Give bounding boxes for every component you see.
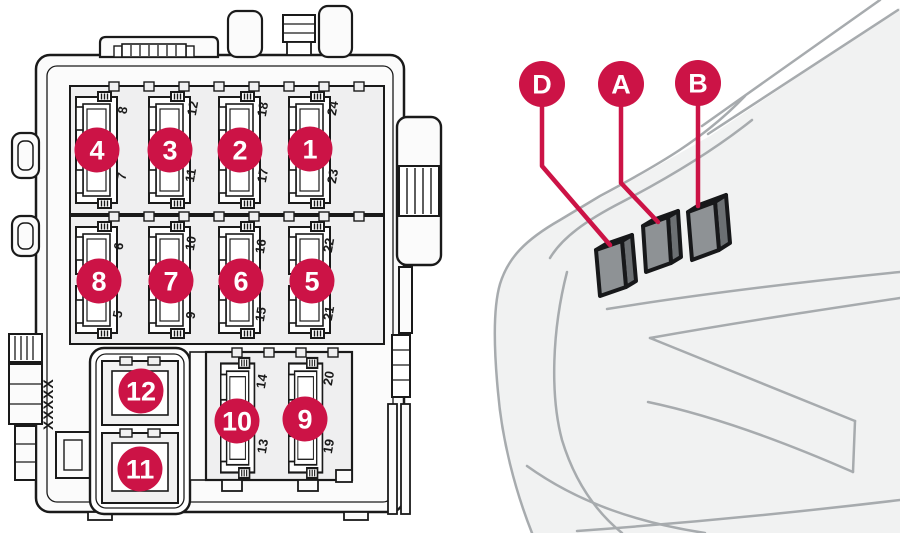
slot-number: 15 xyxy=(252,306,269,323)
slot-number: 14 xyxy=(253,372,270,390)
fusebox-left-clips xyxy=(8,131,43,481)
slot-number: 7 xyxy=(114,171,130,181)
relay-boxes xyxy=(594,193,732,298)
slot-numbers-row-1: 8 12 18 24 7 11 17 23 xyxy=(114,99,342,185)
slot-number: 18 xyxy=(254,101,271,118)
slot-number: 21 xyxy=(320,305,337,322)
fuse-position-8: 8 xyxy=(76,258,122,304)
slot-number: 20 xyxy=(320,370,337,387)
fusebox-right-bracket xyxy=(387,115,443,515)
slot-number: 16 xyxy=(252,238,269,255)
fuse-position-11: 11 xyxy=(117,446,163,492)
position-number: 12 xyxy=(126,377,156,407)
slot-number: 8 xyxy=(115,105,131,115)
car-illustration: D A B xyxy=(493,0,900,533)
fuse-position-5: 5 xyxy=(289,258,335,304)
leader-line-a xyxy=(618,103,661,225)
relay-marker-d: D xyxy=(519,61,565,107)
fuse-position-10: 10 xyxy=(214,398,260,444)
slot-number: 24 xyxy=(324,99,341,117)
leader-lines xyxy=(539,101,701,248)
fusebox-top-connectors xyxy=(98,4,354,59)
fuse-position-12: 12 xyxy=(118,368,164,414)
fuse-position-2: 2 xyxy=(217,127,263,173)
fuse-position-6: 6 xyxy=(218,258,264,304)
position-markers: 4 3 2 1 8 7 6 xyxy=(74,126,335,492)
position-number: 10 xyxy=(222,407,252,437)
module-divider xyxy=(189,351,207,481)
relay-row-3-panel xyxy=(204,347,354,492)
slot-numbers-row-3: 14 20 13 19 xyxy=(253,370,337,455)
slot-number: 10 xyxy=(182,235,199,252)
slot-number: 17 xyxy=(254,167,271,184)
fuse-position-9: 9 xyxy=(282,396,328,442)
position-number: 8 xyxy=(91,267,106,297)
relay-box-a xyxy=(641,209,683,274)
position-number: 9 xyxy=(297,405,312,435)
slot-number: 6 xyxy=(111,241,127,251)
relay-box-d xyxy=(594,233,638,298)
part-number-label: XXXXX xyxy=(40,378,56,430)
fuse-position-3: 3 xyxy=(147,127,193,173)
slot-number: 5 xyxy=(110,309,126,319)
marker-letter: D xyxy=(532,70,552,100)
slot-number: 9 xyxy=(183,310,199,320)
position-number: 2 xyxy=(232,136,247,166)
car-body-lines xyxy=(493,0,900,533)
leader-line-d xyxy=(539,103,613,248)
fusebox-illustration: XXXXX 8 12 18 24 7 11 17 23 6 10 16 22 5… xyxy=(8,4,443,521)
marker-letter: A xyxy=(611,70,631,100)
car-body xyxy=(494,8,900,533)
fuse-position-1: 1 xyxy=(287,126,333,172)
relay-marker-b: B xyxy=(675,60,721,106)
relay-marker-a: A xyxy=(598,61,644,107)
slot-number: 22 xyxy=(320,237,337,254)
slot-number: 19 xyxy=(320,438,337,455)
fuse-position-4: 4 xyxy=(74,127,120,173)
marker-letter: B xyxy=(688,69,708,99)
slot-number: 13 xyxy=(254,438,271,455)
slot-number: 23 xyxy=(324,168,341,185)
slot-number: 11 xyxy=(182,167,199,183)
position-number: 1 xyxy=(302,135,317,165)
position-number: 4 xyxy=(89,136,104,166)
position-number: 3 xyxy=(162,136,177,166)
fuse-position-7: 7 xyxy=(148,258,194,304)
position-number: 5 xyxy=(304,267,319,297)
slot-numbers-row-2: 6 10 16 22 5 9 15 21 xyxy=(110,235,338,323)
letter-markers: D A B xyxy=(519,60,721,107)
position-number: 7 xyxy=(163,267,178,297)
position-number: 6 xyxy=(233,267,248,297)
slot-number: 12 xyxy=(184,100,201,117)
position-number: 11 xyxy=(126,455,155,485)
